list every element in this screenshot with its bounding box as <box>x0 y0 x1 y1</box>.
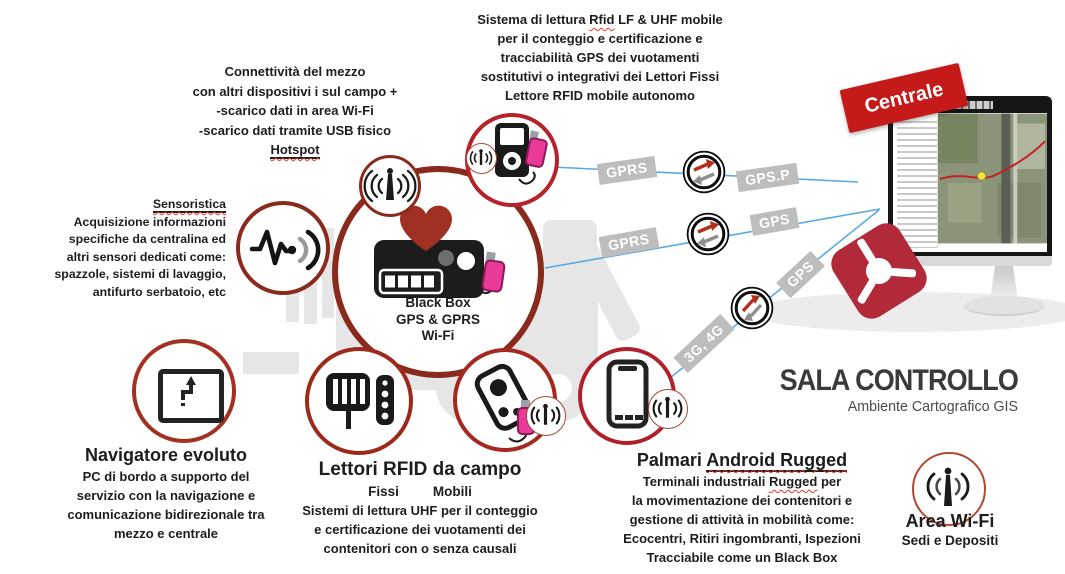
text-line: Ecocentri, Ritiri ingombranti, Ispezioni <box>623 531 861 546</box>
text-span: Rugged <box>768 474 818 489</box>
area-wifi-title: Area Wi-Fi <box>905 511 995 531</box>
sync-arrows-icon <box>686 212 730 256</box>
text-line: Tracciabile come un Black Box <box>646 550 838 565</box>
rfid-gate-antenna-icon <box>326 373 394 429</box>
central-banner-label: Centrale <box>862 77 946 118</box>
rfid-mobile-system-note: Sistema di lettura Rfid LF & UHF mobile … <box>455 10 745 105</box>
antenna-icon <box>530 403 561 425</box>
navigator-screen-icon <box>158 369 224 423</box>
sensor-pulse-icon <box>249 229 321 271</box>
text-line: e certificazione dei vuotamenti dei <box>314 522 526 537</box>
sync-arrows-icon <box>730 286 774 330</box>
area-wifi-subtitle: Sedi e Depositi <box>901 533 999 548</box>
text-line: la movimentazione dei contenitori e <box>631 493 853 508</box>
text-span: Terminali industriali <box>642 474 769 489</box>
navigator-note: Navigatore evoluto PC di bordo a support… <box>35 443 297 543</box>
text-line: per il conteggio e certificazione e <box>497 31 703 46</box>
text-span: LF & UHF mobile <box>614 12 723 27</box>
area-wifi-note: Area Wi-Fi Sedi e Depositi <box>870 510 1030 549</box>
antenna-icon <box>926 467 970 506</box>
text-line: Lettore RFID mobile autonomo <box>505 88 695 103</box>
sensors-title: Sensoristica <box>152 197 226 213</box>
fixed-rfid-reader-circle <box>305 347 413 455</box>
text-line: PC di bordo a supporto del <box>82 469 250 484</box>
text-line: Terminali industriali Rugged per <box>578 472 906 491</box>
text-line: Hotspot <box>152 140 438 160</box>
antenna-icon <box>652 396 683 418</box>
usb-dongle-icon <box>481 259 506 293</box>
text-line: Connettività del mezzo <box>224 64 366 79</box>
company-logo-icon <box>825 217 933 325</box>
gis-satellite-map <box>938 113 1047 244</box>
mobile-rfid-reader-icon <box>495 123 548 185</box>
mini-antenna-circle <box>648 389 688 429</box>
rugged-smartphone-icon <box>606 359 649 429</box>
sensor-circle <box>236 201 330 295</box>
text-span: Hotspot <box>270 142 320 159</box>
monitor-stand <box>990 266 1018 300</box>
handhelds-note: Palmari Android Rugged Terminali industr… <box>578 448 906 567</box>
text-span: Rfid <box>589 12 615 27</box>
text-line: contenitori con o senza causali <box>323 541 517 556</box>
text-line: Black Box <box>405 295 471 310</box>
text-line: gestione di attività in mobilità come: <box>629 512 855 527</box>
text-span: Fissi <box>368 484 399 499</box>
text-line: specifiche da centralina ed <box>68 232 226 246</box>
text-line: tracciabilità GPS dei vuotamenti <box>500 50 700 65</box>
mini-antenna-circle <box>526 396 566 436</box>
text-line: mezzo e centrale <box>113 526 219 541</box>
text-line: Sensoristica <box>28 196 226 214</box>
mini-antenna-circle <box>466 143 497 174</box>
monitor-base <box>964 296 1044 316</box>
navigator-circle <box>132 339 236 443</box>
gis-layer-tree <box>897 117 938 248</box>
heart-icon <box>400 205 452 251</box>
text-line: GPS & GPRS <box>395 311 481 327</box>
text-line: antifurto serbatoio, etc <box>92 284 226 299</box>
black-box-device-icon <box>374 205 506 298</box>
text-line: sostitutivi o integrativi dei Lettori Fi… <box>480 69 720 84</box>
field-readers-title: Lettori RFID da campo <box>318 459 522 480</box>
text-line: Acquisizione informazioni <box>73 214 226 229</box>
text-line: con altri dispositivi i sul campo + <box>192 83 398 99</box>
text-span: Palmari <box>636 450 707 470</box>
field-readers-note: Lettori RFID da campo Fissi Mobili Siste… <box>295 457 545 558</box>
gis-monitor <box>888 96 1052 256</box>
connectivity-note: Connettività del mezzo con altri disposi… <box>152 62 438 160</box>
area-wifi-circle <box>912 452 986 526</box>
text-span: Mobili <box>432 484 472 499</box>
text-span: per <box>817 474 842 489</box>
field-readers-subtitles: Fissi Mobili <box>295 482 545 501</box>
sensors-note: Sensoristica Acquisizione informazioni s… <box>28 196 226 301</box>
text-line: Sistemi di lettura UHF per il conteggio <box>302 503 538 518</box>
sync-arrows-icon <box>682 150 726 194</box>
text-line: -scarico dati tramite USB fisico <box>198 122 392 138</box>
text-line: -scarico dati in area Wi-Fi <box>216 103 374 118</box>
text-span: Sistema di lettura <box>477 12 590 27</box>
text-line: comunicazione bidirezionale tra <box>67 507 265 522</box>
navigator-title: Navigatore evoluto <box>84 445 248 465</box>
control-room-title: SALA CONTROLLO <box>779 364 1019 397</box>
black-box-label: Black Box GPS & GPRS Wi-Fi <box>377 295 499 345</box>
text-line: spazzole, sistemi di lavaggio, <box>54 267 226 281</box>
monitor-chin <box>888 256 1052 266</box>
text-line: Wi-Fi <box>421 328 455 343</box>
text-line: Sistema di lettura Rfid LF & UHF mobile <box>455 10 745 29</box>
text-line: servizio con la navigazione e <box>76 488 256 503</box>
antenna-circle <box>359 155 421 217</box>
usb-dongle-icon <box>525 137 548 168</box>
antenna-icon <box>363 168 417 203</box>
monitor-screen-content <box>893 113 1047 252</box>
handhelds-title: Palmari Android Rugged <box>578 448 906 472</box>
antenna-icon <box>469 149 493 165</box>
control-room-block: SALA CONTROLLO Ambiente Cartografico GIS <box>718 364 1019 415</box>
text-line: altri sensori dedicati come: <box>66 249 226 264</box>
text-span: Android Rugged <box>706 450 848 472</box>
monitor-toolbar <box>947 101 993 109</box>
control-room-subtitle: Ambiente Cartografico GIS <box>847 398 1018 415</box>
